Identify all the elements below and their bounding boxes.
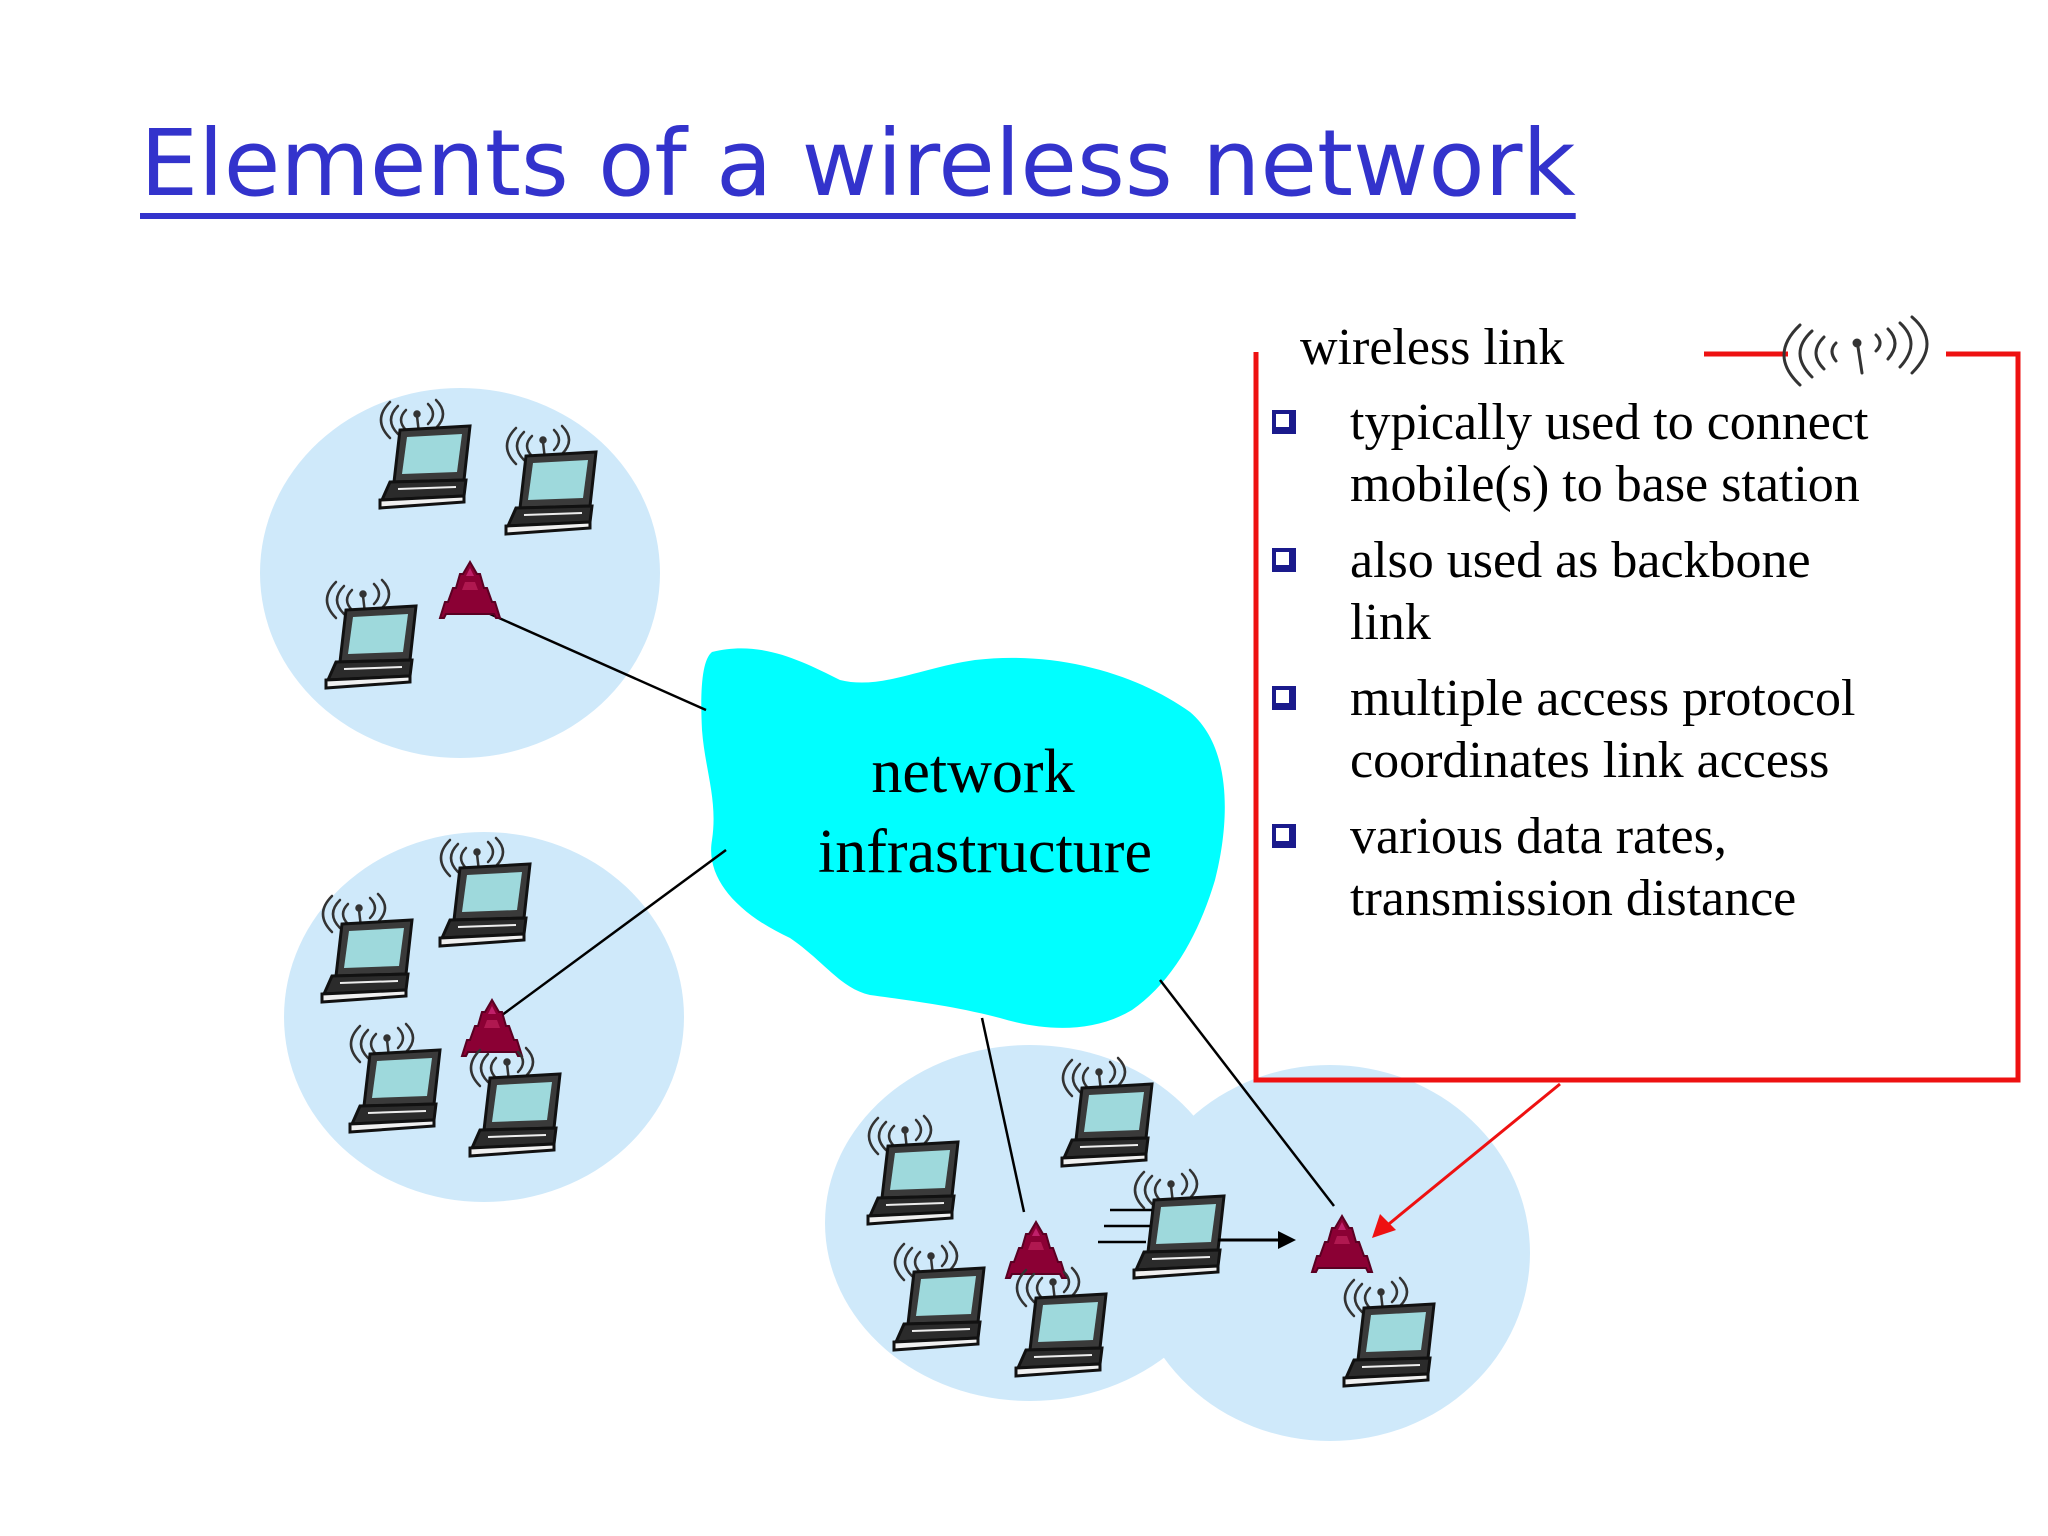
callout-bullet-list: typically used to connect mobile(s) to b… <box>1272 392 1992 944</box>
bullet-line: mobile(s) to base station <box>1350 456 1860 513</box>
checkbox-bullet-icon <box>1272 548 1296 572</box>
link-middle-left <box>497 848 727 1020</box>
checkbox-bullet-icon <box>1272 824 1296 848</box>
callout-heading: wireless link <box>1288 318 1577 377</box>
checkbox-bullet-icon <box>1272 410 1296 434</box>
bullet-item: typically used to connect mobile(s) to b… <box>1272 392 1992 516</box>
motion-lines <box>1098 1208 1152 1244</box>
movement-arrowhead <box>1278 1231 1296 1249</box>
checkbox-bullet-icon <box>1272 686 1296 710</box>
bullet-line: multiple access protocol <box>1350 670 1856 727</box>
link-bottom-right <box>1159 979 1335 1207</box>
link-top-left <box>489 612 707 712</box>
callout-box <box>1253 351 2021 1083</box>
slide-title: Elements of a wireless network <box>140 110 1576 217</box>
bullet-line: typically used to connect <box>1350 394 1869 451</box>
cloud-label-line-2: infrastructure <box>818 818 1152 886</box>
bullet-line: link <box>1350 594 1431 651</box>
callout-pointer-arrowhead <box>1372 1214 1396 1238</box>
network-infrastructure-cloud <box>701 648 1225 1028</box>
bullet-line: also used as backbone <box>1350 532 1811 589</box>
bullet-item: also used as backbone link <box>1272 530 1992 654</box>
link-bottom-center <box>980 1017 1026 1213</box>
wireless-signal-icon <box>1782 315 1929 387</box>
bullet-item: various data rates, transmission distanc… <box>1272 806 1992 930</box>
bullet-line: coordinates link access <box>1350 732 1830 789</box>
bullet-item: multiple access protocol coordinates lin… <box>1272 668 1992 792</box>
callout-pointer-line <box>1383 1082 1561 1230</box>
bullet-line: various data rates, <box>1350 808 1727 865</box>
backbone-links <box>489 612 1335 1213</box>
cloud-label-line-1: network <box>871 738 1074 806</box>
bullet-line: transmission distance <box>1350 870 1797 927</box>
